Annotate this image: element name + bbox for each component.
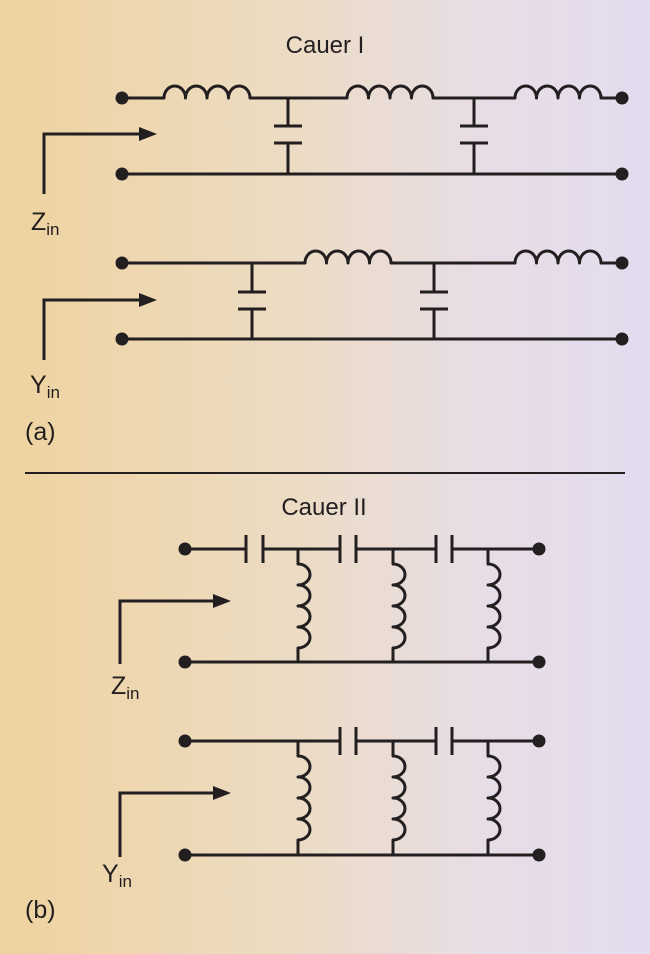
cauer-ii-admittance-network: Yin [102, 727, 546, 891]
terminal-node [532, 734, 546, 748]
input-arrow-icon [42, 127, 157, 194]
terminal-node [115, 167, 129, 181]
series-capacitor [338, 535, 358, 563]
terminal-node [115, 332, 129, 346]
terminal-node [532, 542, 546, 556]
terminal-node [615, 167, 629, 181]
shunt-inductor [296, 549, 312, 662]
admittance-label: Yin [102, 860, 132, 891]
input-arrow-icon [118, 786, 231, 857]
input-arrow-icon [118, 594, 231, 664]
series-capacitor [434, 727, 454, 755]
panel-label-a: (a) [25, 418, 56, 446]
impedance-label: Zin [111, 672, 140, 703]
cauer-i-title: Cauer I [286, 32, 365, 59]
terminal-node [178, 655, 192, 669]
cauer-i-impedance-network: Zin [31, 84, 629, 239]
shunt-capacitor [460, 98, 488, 174]
shunt-capacitor [238, 263, 266, 339]
impedance-label: Zin [31, 208, 60, 239]
terminal-node [615, 256, 629, 270]
series-capacitor [338, 727, 358, 755]
shunt-capacitor [274, 98, 302, 174]
terminal-node [178, 542, 192, 556]
cauer-ii-title: Cauer II [281, 494, 366, 521]
shunt-capacitor [420, 263, 448, 339]
terminal-node [615, 332, 629, 346]
series-capacitor [434, 535, 454, 563]
terminal-node [532, 848, 546, 862]
series-inductor [513, 84, 603, 100]
shunt-inductor [486, 741, 502, 855]
input-arrow-icon [42, 293, 157, 360]
series-inductor [345, 84, 435, 100]
terminal-node [532, 655, 546, 669]
shunt-inductor [391, 741, 407, 855]
cauer-i-admittance-network: Yin [30, 249, 629, 402]
series-inductor [513, 249, 603, 265]
panel-label-b: (b) [25, 896, 56, 924]
cauer-ii-impedance-network: Zin [111, 535, 546, 703]
terminal-node [115, 256, 129, 270]
terminal-node [178, 848, 192, 862]
series-inductor [162, 84, 252, 100]
terminal-node [178, 734, 192, 748]
shunt-inductor [391, 549, 407, 662]
shunt-inductor [296, 741, 312, 855]
series-capacitor [244, 535, 265, 563]
shunt-inductor [486, 549, 502, 662]
terminal-node [615, 91, 629, 105]
series-inductor [303, 249, 393, 265]
admittance-label: Yin [30, 371, 60, 402]
terminal-node [115, 91, 129, 105]
